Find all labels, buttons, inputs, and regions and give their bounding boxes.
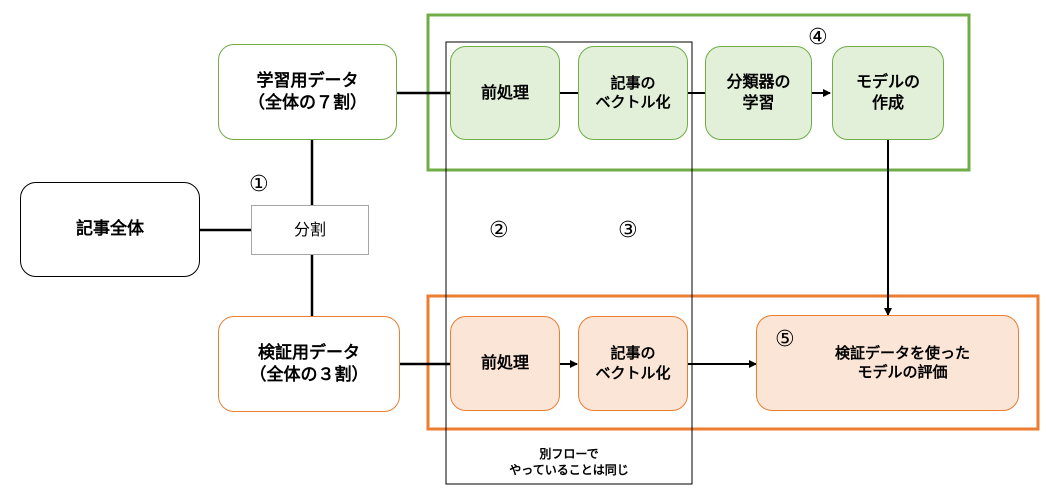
step-marker-2: ② bbox=[489, 218, 509, 243]
test-vectorize-label-1: 記事の bbox=[610, 344, 656, 362]
evaluation-label-2: モデルの評価 bbox=[857, 363, 948, 381]
classifier-training-label-2: 学習 bbox=[742, 93, 775, 112]
train-data-node: 学習用データ （全体の７割） bbox=[218, 44, 397, 140]
train-vectorize-label-1: 記事の bbox=[610, 73, 656, 92]
shared-flow-note-line-1: 別フローで bbox=[539, 446, 599, 461]
train-data-label: 学習用データ bbox=[256, 70, 359, 91]
test-preprocess-node: 前処理 bbox=[450, 316, 560, 411]
test-data-node: 検証用データ （全体の３割） bbox=[218, 316, 400, 412]
model-creation-label-1: モデルの bbox=[855, 72, 920, 92]
train-preprocess-node: 前処理 bbox=[450, 46, 560, 140]
all-articles-node: 記事全体 bbox=[20, 182, 200, 277]
model-creation-label-2: 作成 bbox=[871, 93, 904, 112]
test-vectorize-label-2: ベクトル化 bbox=[595, 363, 671, 382]
test-preprocess-label: 前処理 bbox=[480, 353, 529, 373]
evaluation-group-frame bbox=[426, 294, 1040, 431]
step-marker-1: ① bbox=[249, 172, 269, 197]
all-articles-label: 記事全体 bbox=[76, 219, 144, 240]
train-data-ratio: （全体の７割） bbox=[248, 93, 367, 113]
train-vectorize-label-2: ベクトル化 bbox=[595, 93, 671, 111]
model-creation-node: モデルの 作成 bbox=[832, 46, 944, 140]
evaluation-node: 検証データを使った モデルの評価 bbox=[756, 315, 1019, 411]
classifier-training-label-1: 分類器の bbox=[726, 72, 791, 92]
test-data-label: 検証用データ bbox=[258, 342, 360, 363]
shared-flow-note-line-2: やっていることは同じ bbox=[509, 463, 629, 477]
step-marker-5: ⑤ bbox=[775, 327, 795, 352]
shared-flow-note: 別フローで やっていることは同じ bbox=[446, 440, 692, 484]
classifier-training-node: 分類器の 学習 bbox=[705, 46, 812, 140]
train-preprocess-label: 前処理 bbox=[480, 82, 529, 102]
shared-process-frame bbox=[445, 41, 693, 485]
step-marker-4: ④ bbox=[808, 25, 828, 50]
step-marker-3: ③ bbox=[618, 218, 638, 243]
test-data-ratio: （全体の３割） bbox=[249, 365, 369, 385]
evaluation-label-1: 検証データを使った bbox=[834, 343, 970, 362]
split-node: 分割 bbox=[251, 205, 369, 255]
split-label: 分割 bbox=[293, 219, 326, 239]
train-vectorize-node: 記事の ベクトル化 bbox=[578, 46, 688, 140]
test-vectorize-node: 記事の ベクトル化 bbox=[578, 316, 688, 411]
